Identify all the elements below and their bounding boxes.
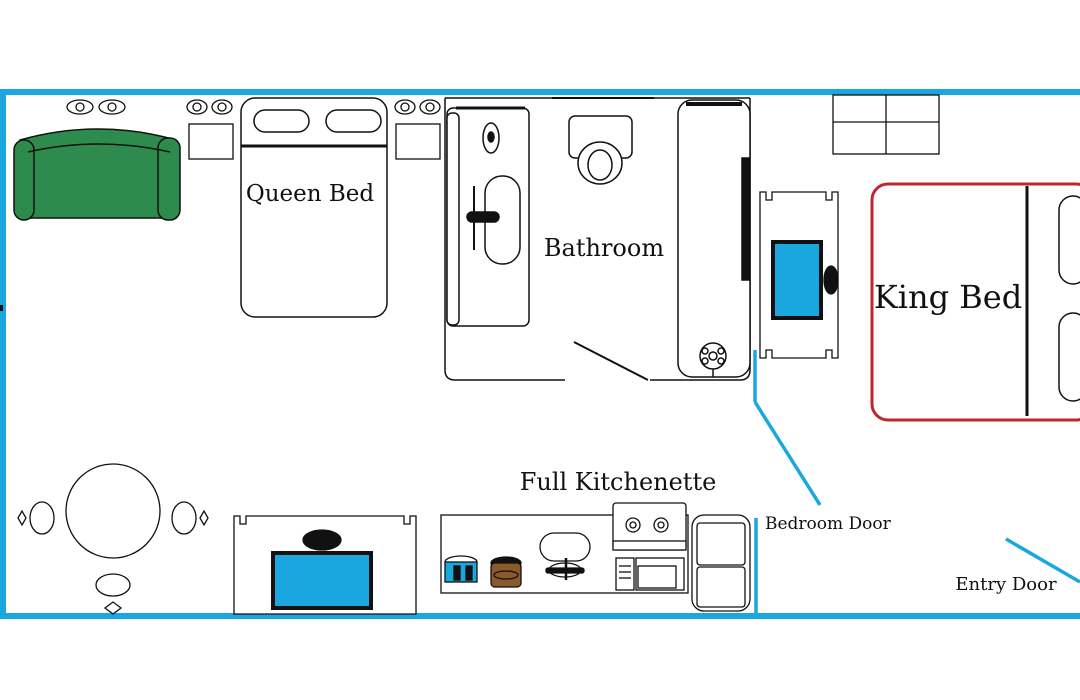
bedroom-door-label: Bedroom Door <box>765 514 892 534</box>
kitchenette-label: Full Kitchenette <box>520 468 717 496</box>
wall-marker <box>0 305 3 311</box>
sofa <box>13 128 181 221</box>
king-bed <box>870 182 1080 422</box>
entry-door-label: Entry Door <box>955 574 1057 595</box>
kitchenette <box>440 502 751 612</box>
king-bed-label: King Bed <box>874 278 1022 316</box>
dining-table <box>17 463 209 615</box>
entry-door <box>1005 537 1080 584</box>
outer-walls <box>0 89 1080 619</box>
bathroom-label: Bathroom <box>544 234 664 262</box>
dresser <box>832 94 940 155</box>
nightstands <box>188 123 441 160</box>
queen-bed <box>240 97 388 318</box>
bedroom-tv-console <box>759 191 839 359</box>
living-tv-console <box>233 515 417 615</box>
queen-bed-label: Queen Bed <box>246 181 375 207</box>
bathroom <box>444 97 751 381</box>
bedroom-door <box>753 350 822 616</box>
lamp-icons <box>66 99 441 115</box>
